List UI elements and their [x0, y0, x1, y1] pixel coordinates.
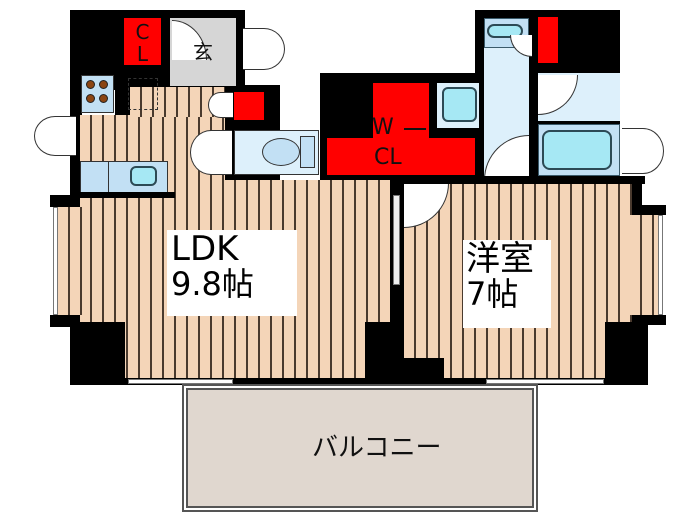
storage-small — [234, 92, 264, 120]
stove-burner-icon — [99, 80, 108, 89]
refrigerator-space — [128, 78, 158, 110]
wall-bottom-ldk — [70, 378, 410, 385]
ldk-name: LDK — [171, 229, 239, 269]
kitchen-counter-wall — [70, 192, 175, 198]
bathroom-door[interactable] — [622, 128, 664, 174]
balcony — [184, 386, 536, 510]
bedroom-left-pillar-inner — [404, 358, 444, 380]
bedroom-label: 洋室 7帖 — [463, 240, 551, 328]
closet-cl: C L — [124, 18, 161, 65]
ldk-size: 9.8帖 — [171, 264, 254, 303]
front-door[interactable] — [243, 28, 285, 70]
bedroom-floor-bay — [630, 215, 658, 315]
bedroom-top-wall — [400, 176, 645, 184]
toilet-icon — [262, 138, 300, 166]
bedroom-size: 7帖 — [466, 274, 519, 313]
ldk-balcony-window — [128, 379, 233, 384]
toilet-door[interactable] — [190, 130, 232, 175]
interior-sliding-partition — [393, 195, 400, 285]
closet-label-line2: L — [136, 42, 149, 66]
bedroom-right-window — [658, 215, 663, 315]
wcl-label-line2: CL — [374, 145, 402, 170]
bedroom-name: 洋室 — [466, 239, 534, 279]
sink-icon — [130, 166, 157, 186]
ldk-floor-bay — [58, 207, 83, 315]
wall-kitchen-column — [115, 70, 130, 115]
stove-burner-icon — [86, 94, 95, 103]
bedroom-balcony-window — [486, 379, 604, 384]
walk-in-closet-lower — [327, 138, 475, 175]
storage-small-door[interactable] — [208, 92, 233, 118]
bathtub-icon — [542, 130, 612, 170]
toilet-tank-icon — [300, 136, 315, 168]
wall-ldk-left-lower — [50, 195, 80, 207]
balcony-label: バルコニー — [312, 433, 442, 463]
washbasin-icon — [487, 24, 523, 38]
ldk-left-window — [53, 207, 58, 315]
wall-bedroom-right-bay-top — [630, 205, 666, 215]
ldk-corner-pillar-inner — [78, 322, 125, 382]
ldk-label: LDK 9.8帖 — [167, 230, 297, 316]
ldk-right-pillar-inner — [365, 322, 393, 382]
bedroom-pillar-inner — [605, 322, 635, 382]
washing-machine-icon — [442, 87, 477, 122]
closet-label-line1: C — [135, 20, 150, 44]
wall-kitchen-left — [70, 70, 82, 220]
stove-burner-icon — [86, 80, 95, 89]
kitchen-counter-divider — [108, 161, 109, 194]
wcl-label-line1: W — [372, 115, 394, 140]
wall-bedroom-right-bay-bottom — [630, 315, 666, 325]
wcl-label-dash — [404, 128, 426, 130]
kitchen-side-door[interactable] — [34, 116, 76, 156]
entrance-label: 玄 — [193, 40, 213, 64]
stove — [81, 75, 114, 113]
storage-tall — [538, 17, 558, 63]
stove-burner-icon — [99, 94, 108, 103]
